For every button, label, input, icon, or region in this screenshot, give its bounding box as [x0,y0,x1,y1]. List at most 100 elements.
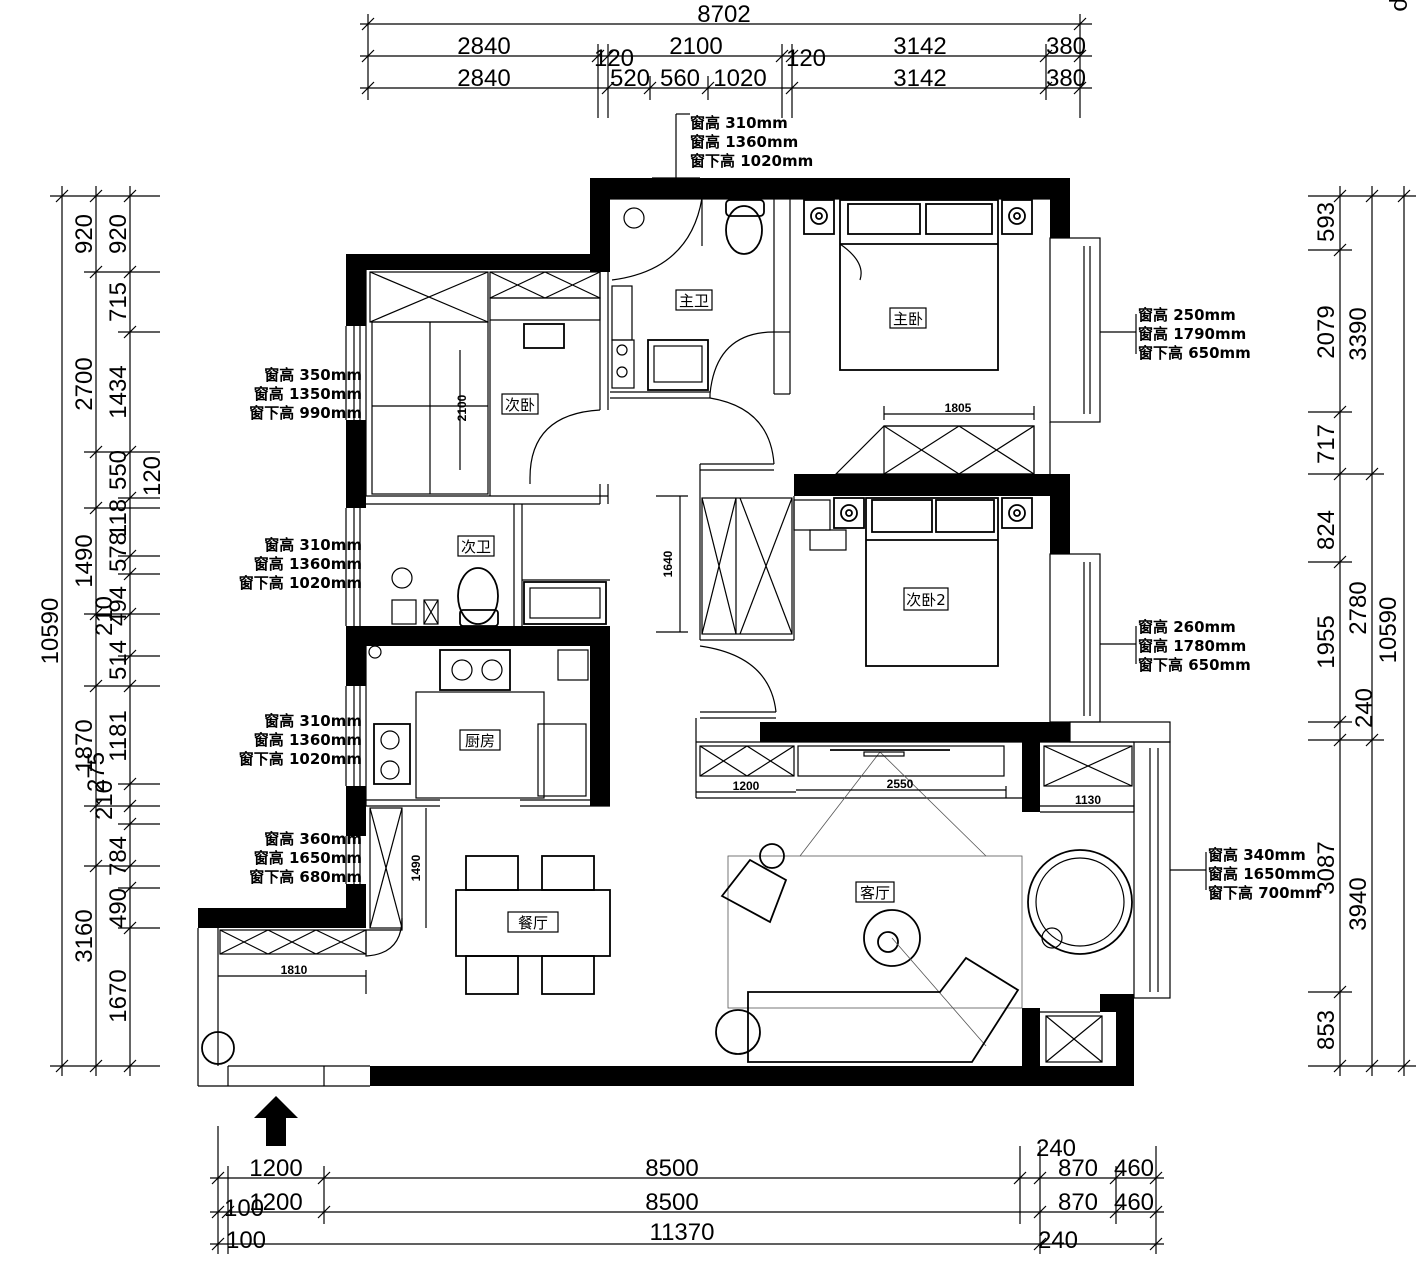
window-label: 窗高 1790mm [1138,325,1246,343]
room-label-master-bath: 主卫 [679,292,709,310]
left-dim: 578 [105,532,132,572]
top-dim: 380 [1046,33,1086,60]
window-label: 窗下高 700mm [1208,884,1321,902]
bottom-dim: 8500 [645,1189,698,1216]
window-label: 窗高 1650mm [254,849,362,867]
bottom-dimension-lines [210,1126,1164,1254]
left-dim: 120 [139,456,166,496]
doors [529,197,777,713]
window-label: 窗高 250mm [1138,306,1236,324]
corner-mark: ρ [1388,0,1415,12]
bottom-dim: 460 [1114,1189,1154,1216]
left-dimension-lines [50,186,160,1076]
top-dim: 520 [610,65,650,92]
left-dim: 1670 [105,969,132,1022]
walls [198,178,1134,1086]
top-dim: 560 [660,65,700,92]
bottom-dim: 1200 [249,1189,302,1216]
dim-2100: 2100 [455,394,469,421]
top-dim: 2840 [457,65,510,92]
left-dim: 490 [105,888,132,928]
dining-set [455,855,611,995]
window-label: 窗下高 650mm [1138,344,1251,362]
left-dim: 715 [105,282,132,322]
room-labels: 主卫 主卧 次卧 次卫 次卧2 厨房 餐厅 客厅 [457,289,949,933]
dim-1805: 1805 [945,401,972,415]
left-dim: 1490 [71,534,98,587]
top-dim: 3142 [893,65,946,92]
window-label: 窗高 1360mm [254,731,362,749]
bottom-dim: 11370 [650,1219,715,1246]
room-label-dining: 餐厅 [518,914,548,932]
window-labels-right3: 窗高 340mm 窗高 1650mm 窗下高 700mm [1208,846,1321,902]
left-dim: 2700 [71,357,98,410]
interior-dim-lines [218,350,1135,994]
room-label-living: 客厅 [860,884,890,902]
room-label-second-bath: 次卫 [461,538,491,556]
right-dim: 853 [1313,1010,1340,1050]
top-dim: 3142 [893,33,946,60]
room-label-kitchen: 厨房 [465,732,495,750]
window-labels-top: 窗高 310mm 窗高 1360mm 窗下高 1020mm [690,114,813,170]
window-label: 窗下高 650mm [1138,656,1251,674]
top-dim: 1020 [713,65,766,92]
window-label: 窗高 360mm [264,830,362,848]
right-dim: 2079 [1313,305,1340,358]
bottom-dim: 460 [1114,1155,1154,1182]
right-dim: 717 [1313,424,1340,464]
window-labels-right2: 窗高 260mm 窗高 1780mm 窗下高 650mm [1138,618,1251,674]
bottom-dim: 870 [1058,1189,1098,1216]
top-dim: 380 [1046,65,1086,92]
right-dim: 2780 [1345,581,1372,634]
kitchen-fixtures [368,645,589,799]
right-dim: 3390 [1345,307,1372,360]
window-label: 窗下高 990mm [249,404,362,422]
window-labels-right1: 窗高 250mm 窗高 1790mm 窗下高 650mm [1138,306,1251,362]
dim-1640: 1640 [661,550,675,577]
top-dim: 120 [786,45,826,72]
window-label: 窗高 1780mm [1138,637,1246,655]
bottom-dim: 8500 [645,1155,698,1182]
entrance-arrow-icon [254,1096,298,1146]
bottom-dim: 1200 [249,1155,302,1182]
left-total-dim: 10590 [37,598,64,665]
window-labels-left4: 窗高 360mm 窗高 1650mm 窗下高 680mm [249,830,362,886]
top-total-dim: 8702 [697,1,750,28]
left-dim: 1181 [105,710,132,762]
window-labels-left1: 窗高 350mm 窗高 1350mm 窗下高 990mm [249,366,362,422]
right-dim: 3940 [1345,877,1372,930]
right-dim: 240 [1351,688,1378,728]
left-dim: 514 [105,640,132,680]
window-label: 窗高 350mm [264,366,362,384]
bottom-dim: 870 [1058,1155,1098,1182]
bottom-dim: 100 [226,1227,266,1254]
cabinets [219,271,1133,1063]
right-dim: 824 [1313,510,1340,550]
room-label-second-bedroom-2: 次卧2 [906,591,946,609]
right-dim: 3087 [1313,841,1340,894]
window-labels-left3: 窗高 310mm 窗高 1360mm 窗下高 1020mm [239,712,362,768]
bath-fixtures [391,199,765,627]
window-label: 窗高 310mm [690,114,788,132]
top-dimension-lines [360,14,1092,118]
window-label: 窗下高 680mm [249,868,362,886]
window-label: 窗高 260mm [1138,618,1236,636]
bottom-dim: 100 [224,1195,264,1222]
left-dim: 920 [105,214,132,254]
top-dim: 2100 [669,33,722,60]
room-label-master-bedroom: 主卧 [893,310,923,328]
dim-1810: 1810 [281,963,308,977]
left-dim: 210 [91,780,118,820]
right-dim: 593 [1313,202,1340,242]
window-label: 窗高 1350mm [254,385,362,403]
second-bed-2 [793,497,1033,667]
room-label-second-bedroom: 次卧 [505,396,535,414]
right-dim: 1955 [1313,615,1340,668]
left-dim: 1434 [105,365,132,418]
left-dim: 210 [91,596,118,636]
left-dim: 118 [105,499,132,537]
window-label: 窗下高 1020mm [239,750,362,768]
left-dim: 494 [105,586,132,626]
dim-1490: 1490 [409,854,423,881]
